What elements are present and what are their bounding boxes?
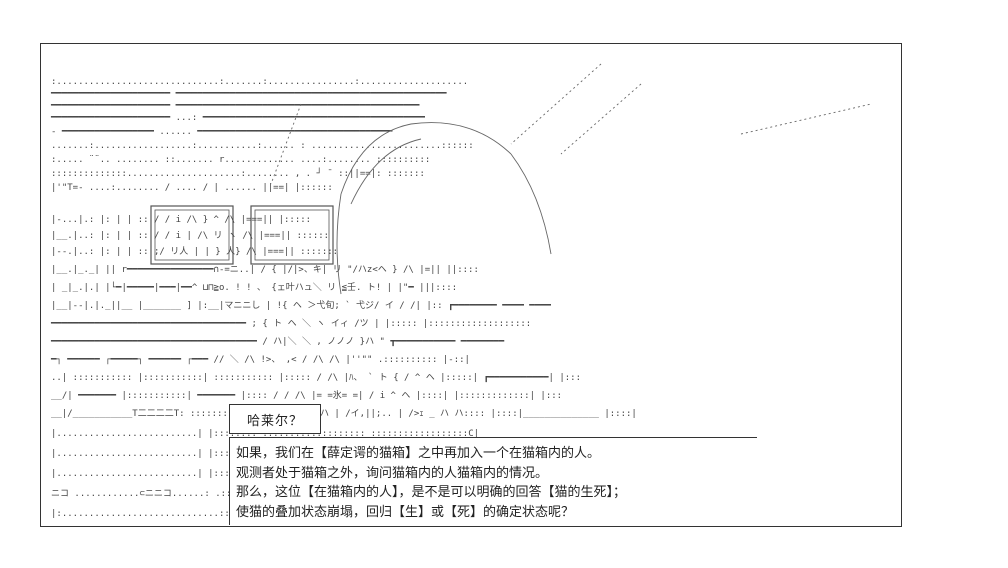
svg-text:..| ::::::::::: |:::::::::::|: ..| ::::::::::: |:::::::::::| ::::::::::… bbox=[51, 372, 581, 383]
svg-text:| _|_.|.| |└━|━━━━━|━━━|━━^ ⊔: | _|_.|.| |└━|━━━━━|━━━|━━^ ⊔⊓≧o. ! ! 、 … bbox=[51, 281, 457, 293]
dialogue-box: 如果，我们在【薛定谔的猫箱】之中再加入一个在猫箱内的人。 观测者处于猫箱之外，询… bbox=[229, 437, 757, 525]
svg-text::..... ¨¨.. ........ ::.....: :..... ¨¨.. ........ ::....... r........… bbox=[51, 155, 430, 165]
svg-text:━━━━━━━━━━━━━━━━━━━━━━ ━━━━━: ━━━━━━━━━━━━━━━━━━━━━━ ━━━━━━━━━━━━━━━━━… bbox=[50, 101, 420, 111]
svg-text:|__.|..: |: | | :: / /: |__.|..: |: | | :: / / i | /\ リ ヽ /\ |==… bbox=[51, 231, 329, 241]
svg-text:|-...|.: |: | | :: / /: |-...|.: |: | | :: / / i /\ } ^ /\ |===|… bbox=[51, 215, 311, 225]
svg-text:::::::::::::::................: ::::::::::::::.....................:....… bbox=[51, 167, 425, 179]
svg-text:.......:..................:...: .......:..................:...........:.… bbox=[51, 141, 474, 151]
svg-text:━━━━━━━━━━━━━━━━━━━━━━ ...:: ━━━━━━━━━━━━━━━━━━━━━━ ...: ━━━━━━━━━━━━… bbox=[50, 113, 425, 123]
dialogue-line: 观测者处于猫箱之外，询问猫箱内的人猫箱内的情况。 bbox=[236, 465, 549, 481]
svg-text:|'"T=- ....:........ / ....: |'"T=- ....:........ / .... / | ...... |… bbox=[51, 183, 333, 193]
svg-text:|--.|..: |: | | :: ;/ リ: |--.|..: |: | | :: ;/ リ人 | | } 人} /\ |==… bbox=[51, 246, 338, 257]
svg-text:- ━━━━━━━━━━━━━━━━━ ......: - ━━━━━━━━━━━━━━━━━ ...... ━━━━━━━━━━━━━… bbox=[51, 127, 393, 137]
speaker-name-box: 哈莱尔？ bbox=[229, 404, 321, 434]
svg-text:|..........................|: |..........................| |:::::::: :… bbox=[51, 429, 479, 439]
svg-text:__/| ━━━━━━━ |:::::::::::|: __/| ━━━━━━━ |:::::::::::| ━━━━━━━ |::::… bbox=[51, 389, 562, 401]
svg-text:━━━━━━━━━━━━━━━━━━━━━━ ━━━━━━: ━━━━━━━━━━━━━━━━━━━━━━ ━━━━━━━━━━━━━━━━━… bbox=[50, 89, 447, 99]
svg-text:━┐ ━━━━━━ ┌━━━━━┐ ━━━━━━ ┌━━: ━┐ ━━━━━━ ┌━━━━━┐ ━━━━━━ ┌━━━ // ＼ /\ !>… bbox=[50, 354, 470, 365]
svg-text:|__.|_._| || r━━━━━━━━━━━━━━: |__.|_._| || r━━━━━━━━━━━━━━━━∩-=ニ..| / … bbox=[51, 265, 479, 275]
svg-text:__|/___________T二二二二T: ::::::: __|/___________T二二二二T: ::::::::: |::::: … bbox=[51, 409, 637, 419]
art-dots-row: :..............................:.......:… bbox=[51, 77, 468, 87]
dialogue-line: 那么，这位【在猫箱内的人】，是不是可以明确的回答【猫的生死】； bbox=[236, 485, 627, 500]
dialogue-line: 如果，我们在【薛定谔的猫箱】之中再加入一个在猫箱内的人。 bbox=[236, 446, 601, 461]
svg-text:|__|--|.|._||__ |_______ ] |:: |__|--|.|._||__ |_______ ] |:__|マニニし | !… bbox=[51, 299, 552, 311]
svg-text:━━━━━━━━━━━━━━━━━━━━━━━━━━━━━━: ━━━━━━━━━━━━━━━━━━━━━━━━━━━━━━━━━━━━ ; {… bbox=[50, 318, 531, 329]
dialogue-line: 使猫的叠加状态崩塌，回归【生】或【死】的确定状态呢？ bbox=[236, 504, 575, 520]
svg-text:━━━━━━━━━━━━━━━━━━━━━━━━━━━━━━: ━━━━━━━━━━━━━━━━━━━━━━━━━━━━━━━━━━━━━━ /… bbox=[50, 336, 505, 347]
speaker-name: 哈莱尔？ bbox=[246, 413, 303, 429]
